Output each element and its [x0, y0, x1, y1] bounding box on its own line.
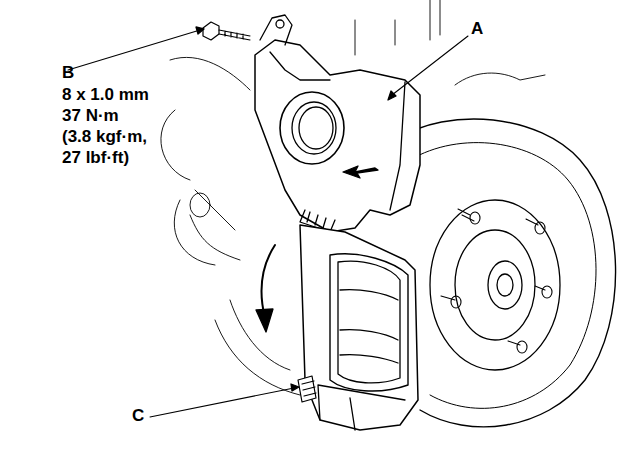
torque-value: 37 N·m — [62, 105, 119, 126]
callout-letter: B — [62, 62, 74, 83]
callout-letter: A — [471, 18, 483, 39]
torque-value: (3.8 kgf·m, 27 lbf·ft) — [62, 126, 162, 168]
callout-letter: C — [132, 405, 144, 426]
bolt-size: 8 x 1.0 mm — [62, 84, 149, 105]
